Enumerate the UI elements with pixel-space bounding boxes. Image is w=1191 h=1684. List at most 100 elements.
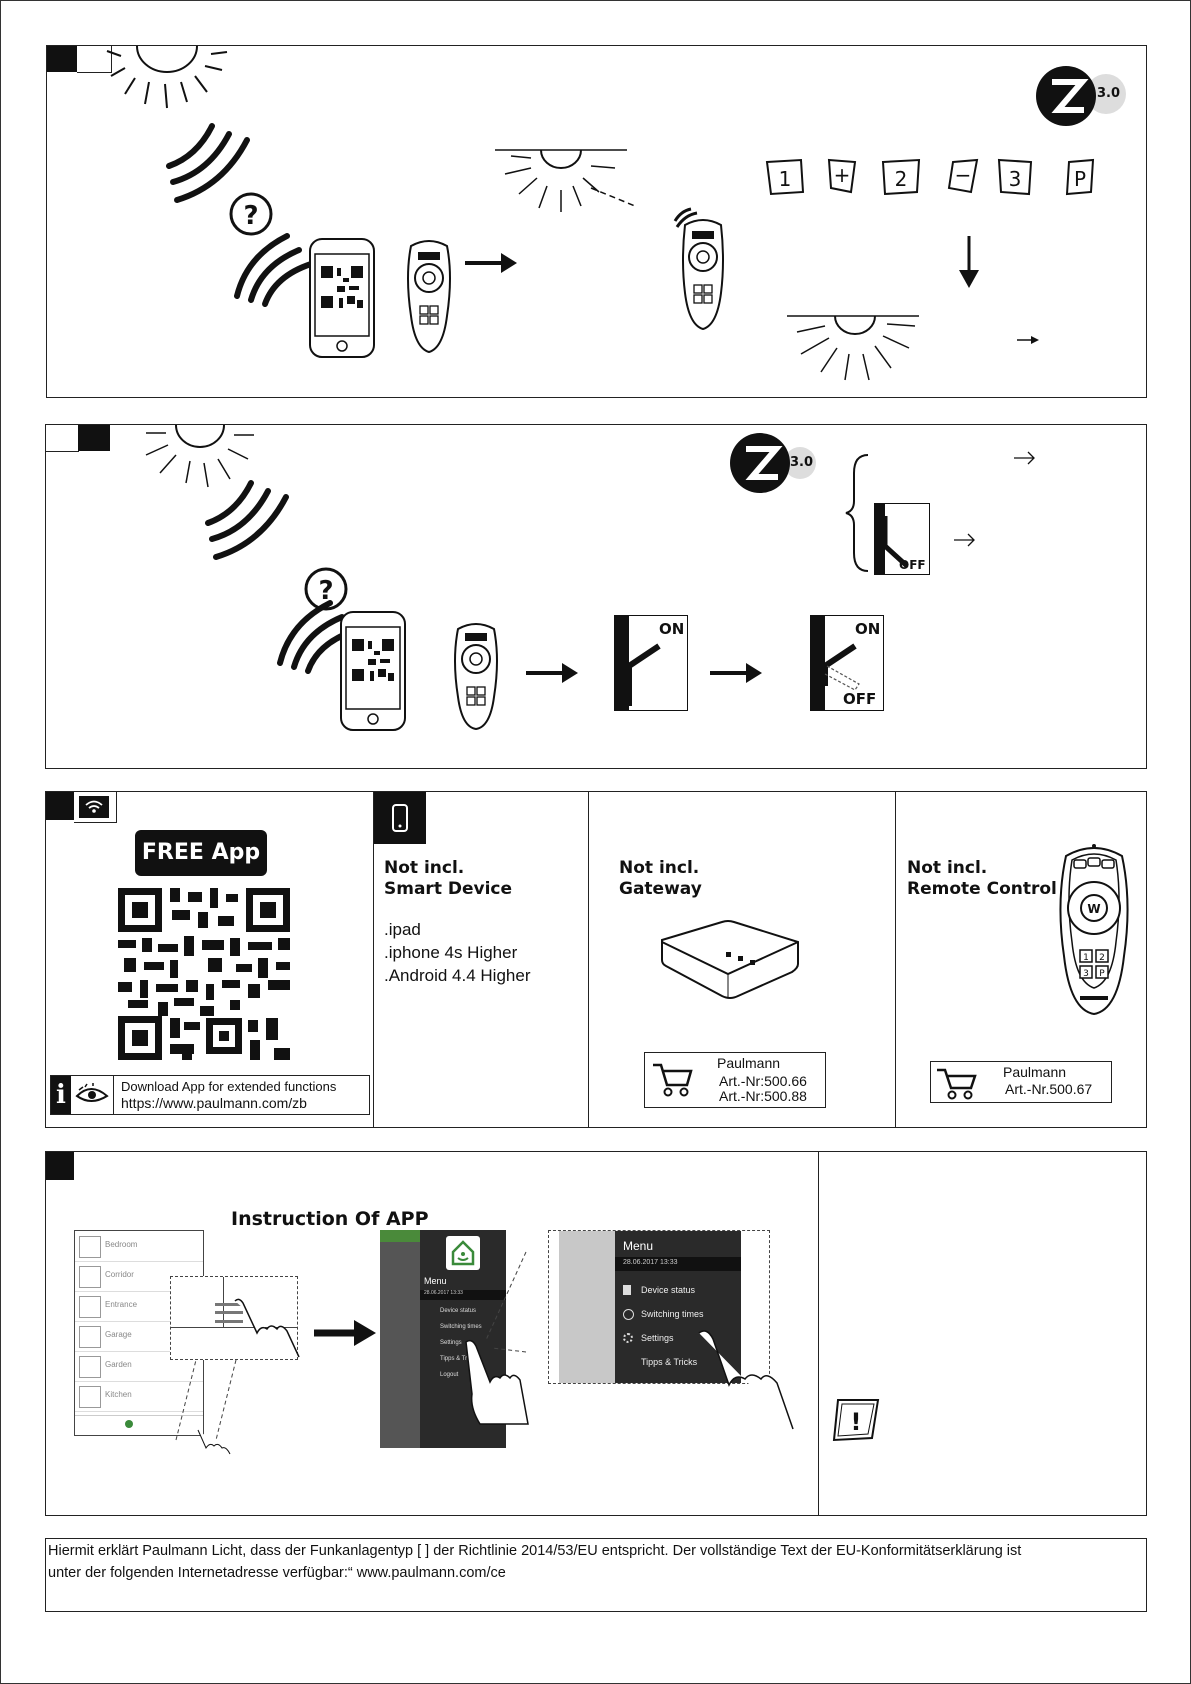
room-item[interactable]: Entrance <box>75 1291 203 1322</box>
declaration-line-2: unter der folgenden Internetadresse verf… <box>48 1565 506 1581</box>
wall-switch-on: ON <box>614 615 688 711</box>
menu-item-switching-times[interactable]: Switching times <box>440 1324 482 1330</box>
menu-item-switching-times[interactable]: Switching times <box>641 1309 704 1319</box>
panel-requirements: FREE App i Downlo <box>45 791 1147 1128</box>
shopping-cart-icon <box>653 1063 693 1097</box>
smartphone-qr-icon <box>340 611 406 731</box>
file-icon <box>623 1285 631 1295</box>
zigbee-logo-icon <box>1036 66 1126 126</box>
declaration-box: Hiermit erklärt Paulmann Licht, dass der… <box>45 1538 1147 1612</box>
download-text: Download App for extended functions <box>121 1079 337 1094</box>
panel-pairing-switch: ? ON ON OFF <box>45 424 1147 769</box>
zoom-connector-2 <box>485 1251 527 1353</box>
smart-device-item: .ipad <box>384 920 421 939</box>
remote-control-icon-2 <box>673 207 724 331</box>
menu-item-tipps[interactable]: Tipps & Tricks <box>440 1356 478 1362</box>
arrow-right-icon <box>526 663 578 683</box>
zigbee-version: 3.0 <box>1097 86 1121 101</box>
gateway-title-1: Not incl. <box>619 858 700 878</box>
room-item[interactable]: Bedroom <box>75 1231 203 1262</box>
svg-text:W: W <box>1087 902 1100 916</box>
svg-text:+: + <box>834 163 851 187</box>
free-app-badge: FREE App <box>135 830 267 876</box>
step-marker <box>46 792 74 820</box>
menu-item-tipps[interactable]: Tipps & Tricks <box>641 1357 698 1367</box>
remote-order-box: Paulmann Art.-Nr.500.67 <box>930 1061 1112 1103</box>
curly-brace-icon <box>845 454 869 572</box>
step-marker <box>78 425 110 451</box>
warning-icon: ! <box>832 1399 880 1442</box>
svg-text:3: 3 <box>1009 167 1022 191</box>
ceiling-light-icon-2 <box>787 315 919 381</box>
menu-title: Menu <box>623 1239 654 1253</box>
svg-text:1: 1 <box>1083 953 1089 963</box>
eye-icon <box>75 1083 109 1102</box>
menu-item-settings[interactable]: Settings <box>641 1333 674 1343</box>
app-room-list: Bedroom Corridor Entrance Garage Garden … <box>74 1230 204 1436</box>
menu-item-device-status[interactable]: Device status <box>440 1308 477 1314</box>
step-marker <box>46 1152 74 1180</box>
switch-off-label: OFF <box>843 690 877 708</box>
remote-title-2: Remote Control <box>907 879 1057 899</box>
ceiling-light-icon <box>495 149 636 212</box>
arrow-right-small-icon <box>1017 336 1039 344</box>
svg-text:2: 2 <box>1099 953 1105 963</box>
gateway-art-2: Art.-Nr:500.88 <box>719 1088 807 1104</box>
smart-device-title-1: Not incl. <box>384 858 465 878</box>
hand-pointer-icon <box>234 1298 300 1358</box>
step-marker-outline <box>46 425 79 452</box>
gateway-order-box: Paulmann Art.-Nr:500.66 Art.-Nr:500.88 <box>644 1052 826 1108</box>
smart-device-title-2: Smart Device <box>384 879 513 899</box>
step-marker <box>47 46 77 72</box>
remote-art: Art.-Nr.500.67 <box>1005 1081 1093 1097</box>
remote-control-icon <box>454 623 498 731</box>
menu-zoom-screen: Menu 28.06.2017 13:33 Device status Swit… <box>548 1230 794 1430</box>
svg-text:1: 1 <box>779 167 792 191</box>
menu-item-logout[interactable]: Logout <box>440 1372 459 1378</box>
wireless-signal-icon: ? <box>166 123 314 307</box>
shopping-cart-icon <box>937 1068 977 1100</box>
switch-on-label: ON <box>659 620 685 638</box>
declaration-line-1: Hiermit erklärt Paulmann Licht, dass der… <box>48 1543 1022 1559</box>
hamburger-icon[interactable] <box>215 1303 243 1323</box>
hand-pointer-small-icon <box>197 1429 231 1455</box>
light-bulb-icon <box>106 45 228 109</box>
menu-datetime: 28.06.2017 13:33 <box>623 1259 678 1266</box>
smart-device-item: .iphone 4s Higher <box>384 943 518 962</box>
smartphone-icon <box>392 804 408 832</box>
menu-item-settings[interactable]: Settings <box>440 1340 462 1346</box>
room-item[interactable]: Garage <box>75 1321 203 1352</box>
room-item[interactable]: Kitchen <box>75 1381 203 1412</box>
gear-icon <box>623 1333 633 1343</box>
remote-title-1: Not incl. <box>907 858 988 878</box>
svg-text:−: − <box>955 163 972 187</box>
svg-text:2: 2 <box>895 167 908 191</box>
wireless-signal-icon: ? <box>205 480 357 674</box>
gateway-device-icon <box>661 920 799 999</box>
menu-item-device-status[interactable]: Device status <box>641 1285 696 1295</box>
menu-title: Menu <box>424 1276 447 1286</box>
menu-datetime: 28.06.2017 13:33 <box>424 1290 463 1296</box>
qr-code[interactable] <box>118 888 290 1060</box>
home-wifi-icon <box>451 1240 475 1266</box>
arrow-right-icon-2 <box>710 663 762 683</box>
download-info-box: i Download App for extended functions ht… <box>50 1075 370 1115</box>
room-item[interactable]: Garden <box>75 1351 203 1382</box>
gateway-brand: Paulmann <box>717 1055 781 1071</box>
download-url[interactable]: https://www.paulmann.com/zb <box>121 1095 307 1111</box>
smart-device-item: .Android 4.4 Higher <box>384 966 531 985</box>
room-item[interactable]: Corridor <box>75 1261 203 1292</box>
smartphone-badge <box>374 792 426 844</box>
zigbee-logo-icon <box>730 433 816 493</box>
app-menu-screen: Menu 28.06.2017 13:33 Device status Swit… <box>380 1230 529 1448</box>
svg-text:!: ! <box>851 1408 862 1436</box>
gateway-title-2: Gateway <box>619 879 702 899</box>
wall-switch-off: OFF <box>874 503 930 575</box>
clock-icon <box>623 1309 634 1320</box>
arrow-right-thin-icon-2 <box>954 533 975 547</box>
wifi-icon <box>85 800 103 813</box>
instruction-title: Instruction Of APP <box>231 1208 429 1230</box>
app-logo <box>446 1236 480 1270</box>
